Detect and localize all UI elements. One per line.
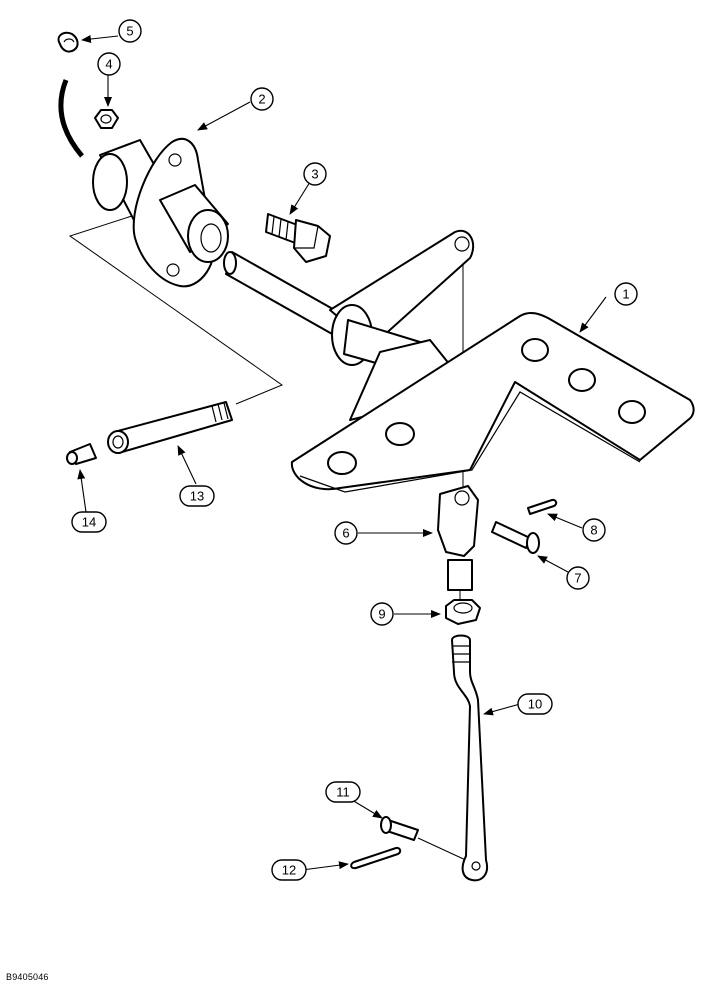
callout-5-label: 5 bbox=[126, 24, 133, 39]
callout-4: 4 bbox=[97, 52, 121, 76]
callout-14: 14 bbox=[71, 511, 107, 533]
callout-14-label: 14 bbox=[82, 515, 96, 530]
bearing-flange bbox=[92, 137, 229, 288]
clevis bbox=[437, 485, 479, 591]
callout-6-label: 6 bbox=[342, 526, 349, 541]
callout-2-label: 2 bbox=[258, 92, 265, 107]
callout-11: 11 bbox=[325, 781, 361, 803]
callout-6: 6 bbox=[334, 521, 358, 545]
grease-fitting bbox=[66, 443, 97, 465]
guide-pin-11 bbox=[417, 837, 471, 863]
callout-1: 1 bbox=[614, 282, 638, 306]
callout-12-label: 12 bbox=[282, 863, 296, 878]
callout-13-label: 13 bbox=[190, 489, 204, 504]
callout-7: 7 bbox=[566, 566, 590, 590]
callout-10: 10 bbox=[517, 693, 553, 715]
callout-13: 13 bbox=[179, 485, 215, 507]
leader-lines bbox=[77, 35, 607, 871]
callout-3: 3 bbox=[303, 162, 327, 186]
pin-11 bbox=[380, 816, 419, 841]
tube bbox=[107, 401, 233, 454]
callout-10-label: 10 bbox=[528, 697, 542, 712]
callout-9: 9 bbox=[370, 602, 394, 626]
snap-ring bbox=[57, 31, 79, 53]
cotter-pin-8 bbox=[527, 498, 558, 515]
callout-1-label: 1 bbox=[622, 287, 629, 302]
callout-2: 2 bbox=[250, 87, 274, 111]
callout-5: 5 bbox=[118, 19, 142, 43]
callout-12: 12 bbox=[271, 859, 307, 881]
callout-8: 8 bbox=[582, 518, 606, 542]
clevis-pin bbox=[491, 521, 540, 554]
assembly-guide-line bbox=[68, 214, 284, 405]
bolt bbox=[265, 213, 331, 263]
callout-9-label: 9 bbox=[378, 607, 385, 622]
jam-nut bbox=[445, 599, 481, 625]
callout-11-label: 11 bbox=[336, 785, 350, 800]
rotation-arrow bbox=[58, 79, 84, 158]
callout-8-label: 8 bbox=[590, 523, 597, 538]
pedal-shaft-bracket bbox=[290, 229, 695, 493]
cotter-pin-12 bbox=[350, 846, 402, 870]
callout-3-label: 3 bbox=[311, 167, 318, 182]
callout-7-label: 7 bbox=[574, 571, 581, 586]
callout-4-label: 4 bbox=[105, 57, 112, 72]
link-rod bbox=[451, 634, 488, 882]
nut bbox=[94, 109, 119, 129]
figure-reference-code: B9405046 bbox=[6, 972, 49, 982]
